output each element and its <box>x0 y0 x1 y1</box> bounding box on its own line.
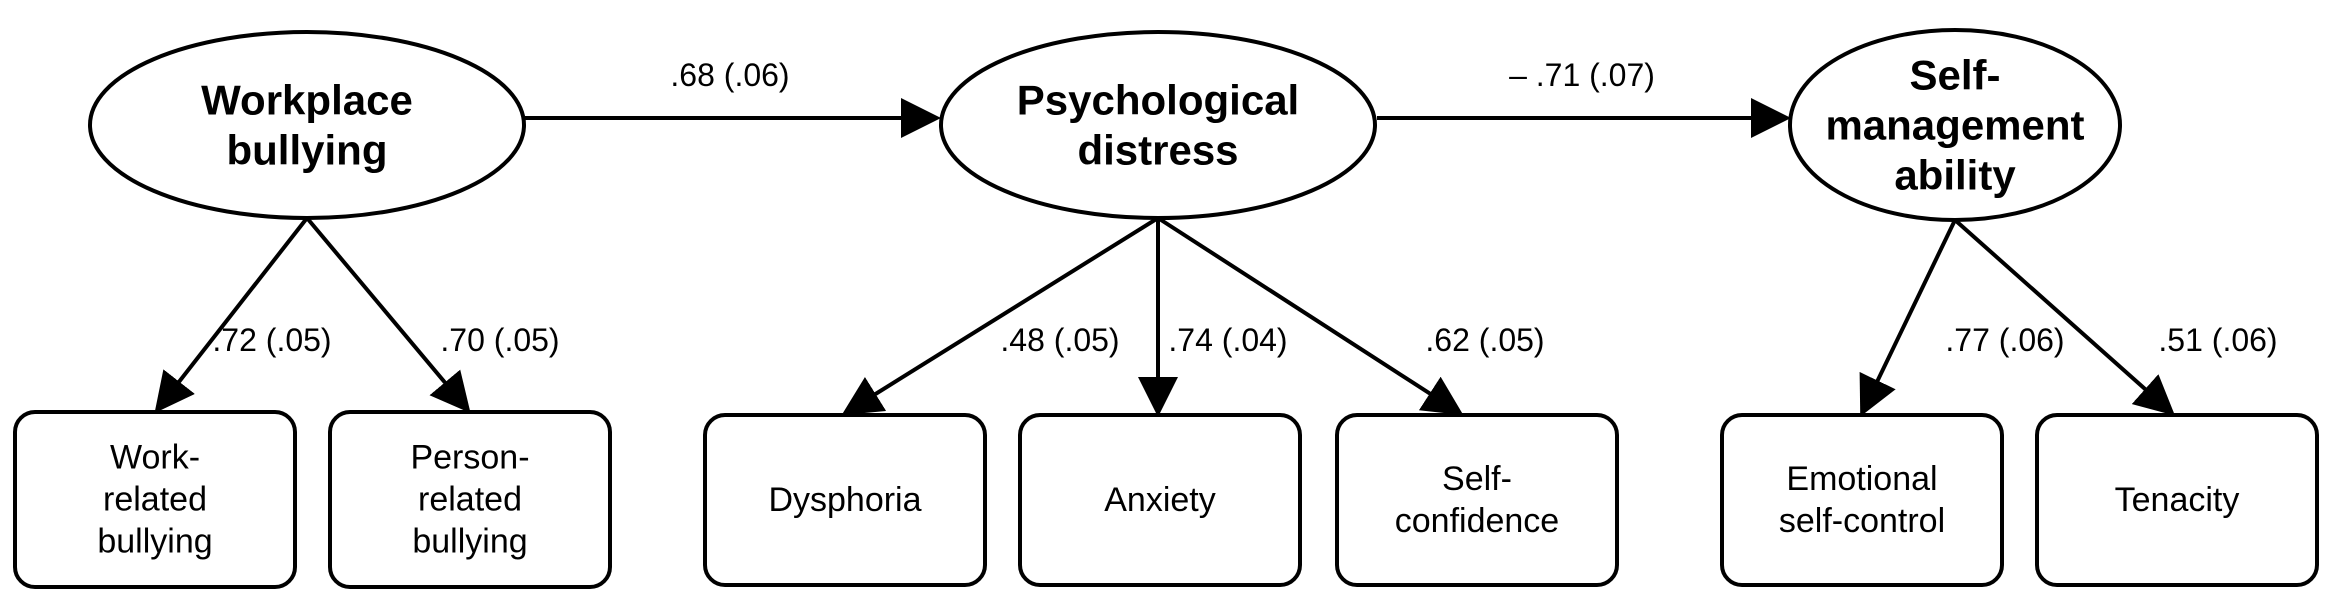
observed-label-person_related-line-3: bullying <box>412 523 527 561</box>
observed-box-dysphoria <box>703 413 987 587</box>
loading-coefficient-anxiety: .74 (.04) <box>1168 322 1287 358</box>
loading-coefficient-dysphoria: .48 (.05) <box>1000 322 1119 358</box>
latent-ellipse-selfmgmt <box>1788 28 2122 222</box>
loading-coefficient-tenacity: .51 (.06) <box>2158 322 2277 358</box>
observed-label-work_related-line-2: related <box>103 481 207 519</box>
observed-box-anxiety <box>1018 413 1302 587</box>
observed-label-work_related-line-1: Work- <box>110 439 200 477</box>
path-coefficient-distress-to-selfmgmt: – .71 (.07) <box>1509 57 1655 93</box>
latent-label-distress-line-1: Psychological <box>1017 77 1299 124</box>
observed-node-anxiety: Anxiety <box>1018 413 1302 587</box>
loading-arrow-bullying-to-person_related <box>305 216 471 414</box>
observed-label-emotional_self_control-line-2: self-control <box>1779 502 1945 540</box>
observed-label-anxiety-line-1: Anxiety <box>1104 481 1216 519</box>
observed-label-self_confidence-line-1: Self- <box>1442 460 1512 498</box>
observed-node-self_confidence: Self-confidence <box>1335 413 1619 587</box>
loading-coefficient-person_related: .70 (.05) <box>440 322 559 358</box>
observed-label-emotional_self_control-line-1: Emotional <box>1786 460 1937 498</box>
observed-box-person_related <box>328 410 612 589</box>
latent-label-bullying-line-1: Workplace <box>201 77 413 124</box>
observed-box-self_confidence <box>1335 413 1619 587</box>
loading-arrow-selfmgmt-to-emotional_self_control <box>1859 219 1957 417</box>
latent-label-selfmgmt-line-1: Self- <box>1909 52 2000 99</box>
observed-box-emotional_self_control <box>1720 413 2004 587</box>
observed-node-tenacity: Tenacity <box>2035 413 2319 587</box>
latent-label-bullying-line-2: bullying <box>227 127 388 174</box>
observed-label-tenacity-line-1: Tenacity <box>2115 481 2240 519</box>
latent-label-selfmgmt-line-2: management <box>1825 102 2084 149</box>
observed-node-dysphoria: Dysphoria <box>703 413 987 587</box>
observed-node-person_related: Person-related bullying <box>328 410 612 589</box>
loading-coefficient-emotional_self_control: .77 (.06) <box>1945 322 2064 358</box>
path-coefficient-bullying-to-distress: .68 (.06) <box>670 57 789 93</box>
observed-label-self_confidence-line-2: confidence <box>1395 502 1559 540</box>
loading-coefficient-self_confidence: .62 (.05) <box>1425 322 1544 358</box>
loading-arrow-bullying-to-work_related <box>154 216 309 414</box>
observed-node-emotional_self_control: Emotional self-control <box>1720 413 2004 587</box>
loading-arrow-distress-to-dysphoria <box>841 216 1160 416</box>
edges-layer <box>154 98 2175 417</box>
observed-label-person_related-line-1: Person- <box>410 439 529 477</box>
latent-ellipse-bullying <box>88 30 526 220</box>
loading-arrow-distress-to-self_confidence <box>1156 216 1464 416</box>
nodes-layer: WorkplacebullyingPsychologicaldistressSe… <box>13 28 2319 589</box>
observed-node-work_related: Work-related bullying <box>13 410 297 589</box>
observed-label-work_related-line-3: bullying <box>97 523 212 561</box>
latent-label-selfmgmt-line-3: ability <box>1894 152 2016 199</box>
observed-box-tenacity <box>2035 413 2319 587</box>
observed-box-work_related <box>13 410 297 589</box>
observed-label-person_related-line-2: related <box>418 481 522 519</box>
edge-labels-layer: .68 (.06) – .71 (.07) .72 (.05) .70 (.05) .4… <box>212 57 2277 358</box>
latent-ellipse-distress <box>939 30 1377 220</box>
loading-coefficient-work_related: .72 (.05) <box>212 322 331 358</box>
latent-label-distress-line-2: distress <box>1077 127 1238 174</box>
loading-arrow-selfmgmt-to-tenacity <box>1953 218 2175 416</box>
observed-label-dysphoria-line-1: Dysphoria <box>768 481 921 519</box>
